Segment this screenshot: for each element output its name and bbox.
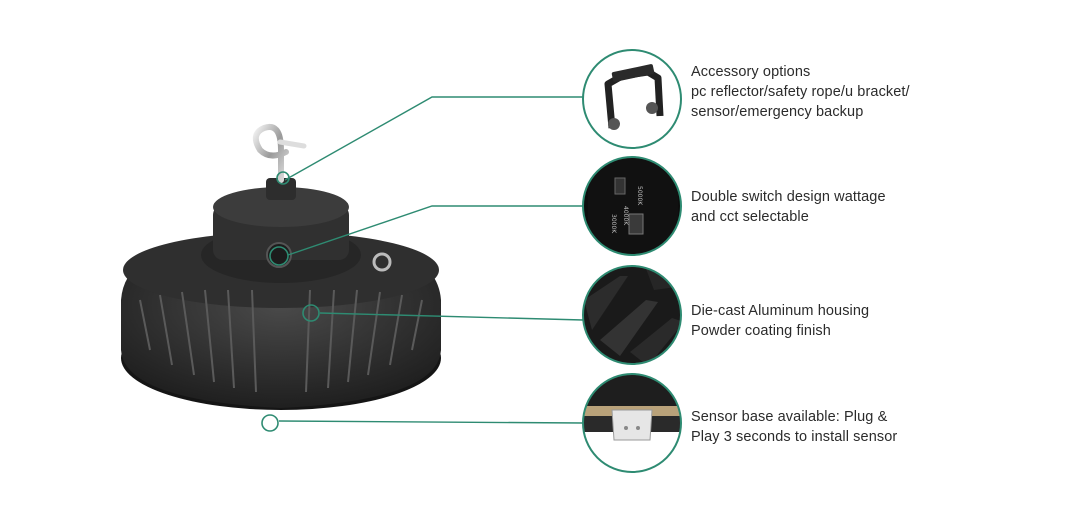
feature-housing-text: Die-cast Aluminum housing Powder coating… — [691, 301, 951, 341]
sensor-base-thumbnail — [582, 373, 682, 473]
callout-line-accessory — [284, 96, 583, 181]
feature-housing-line-1: Die-cast Aluminum housing — [691, 303, 870, 319]
callout-line-housing — [319, 312, 584, 321]
safety-ring — [372, 252, 392, 272]
callout-line-switch — [287, 205, 583, 256]
heatsink-fin-thumbnail — [582, 265, 682, 365]
hanging-hook — [252, 124, 289, 183]
u-bracket-thumbnail — [582, 49, 682, 149]
dip-switch-thumbnail: 3000K 4000K 5000K — [582, 156, 682, 256]
product-image — [121, 124, 441, 410]
heatsink-fins — [139, 289, 423, 393]
driver-top — [213, 187, 349, 227]
feature-switch-text: Double switch design wattage and cct sel… — [691, 187, 951, 227]
callout-line-sensor — [278, 420, 584, 424]
anchor-sensor — [261, 414, 279, 432]
feature-accessory-line-1: Accessory options — [691, 64, 811, 80]
hook-pin — [277, 139, 307, 149]
feature-housing-line-2: Powder coating finish — [691, 323, 831, 339]
feature-switch-line-2: and cct selectable — [691, 209, 809, 225]
switch-label-1: 3000K — [610, 214, 617, 234]
feature-accessory-line-3: sensor/emergency backup — [691, 104, 864, 120]
callout-lines — [278, 96, 584, 424]
feature-accessory-line-2: pc reflector/safety rope/u bracket/ — [691, 84, 910, 100]
feature-sensor-line-2: Play 3 seconds to install sensor — [691, 429, 898, 445]
anchor-switch — [269, 246, 289, 266]
feature-sensor-line-1: Sensor base available: Plug & — [691, 409, 888, 425]
feature-sensor-text: Sensor base available: Plug & Play 3 sec… — [691, 407, 951, 447]
callout-anchors — [261, 171, 320, 432]
feature-switch-line-1: Double switch design wattage — [691, 189, 886, 205]
hook-mount — [266, 178, 296, 200]
anchor-hook — [276, 171, 290, 185]
switch-label-2: 4000K — [622, 206, 629, 226]
feature-accessory-text: Accessory options pc reflector/safety ro… — [691, 62, 951, 122]
switch-label-3: 5000K — [636, 186, 643, 206]
anchor-housing — [302, 304, 320, 322]
